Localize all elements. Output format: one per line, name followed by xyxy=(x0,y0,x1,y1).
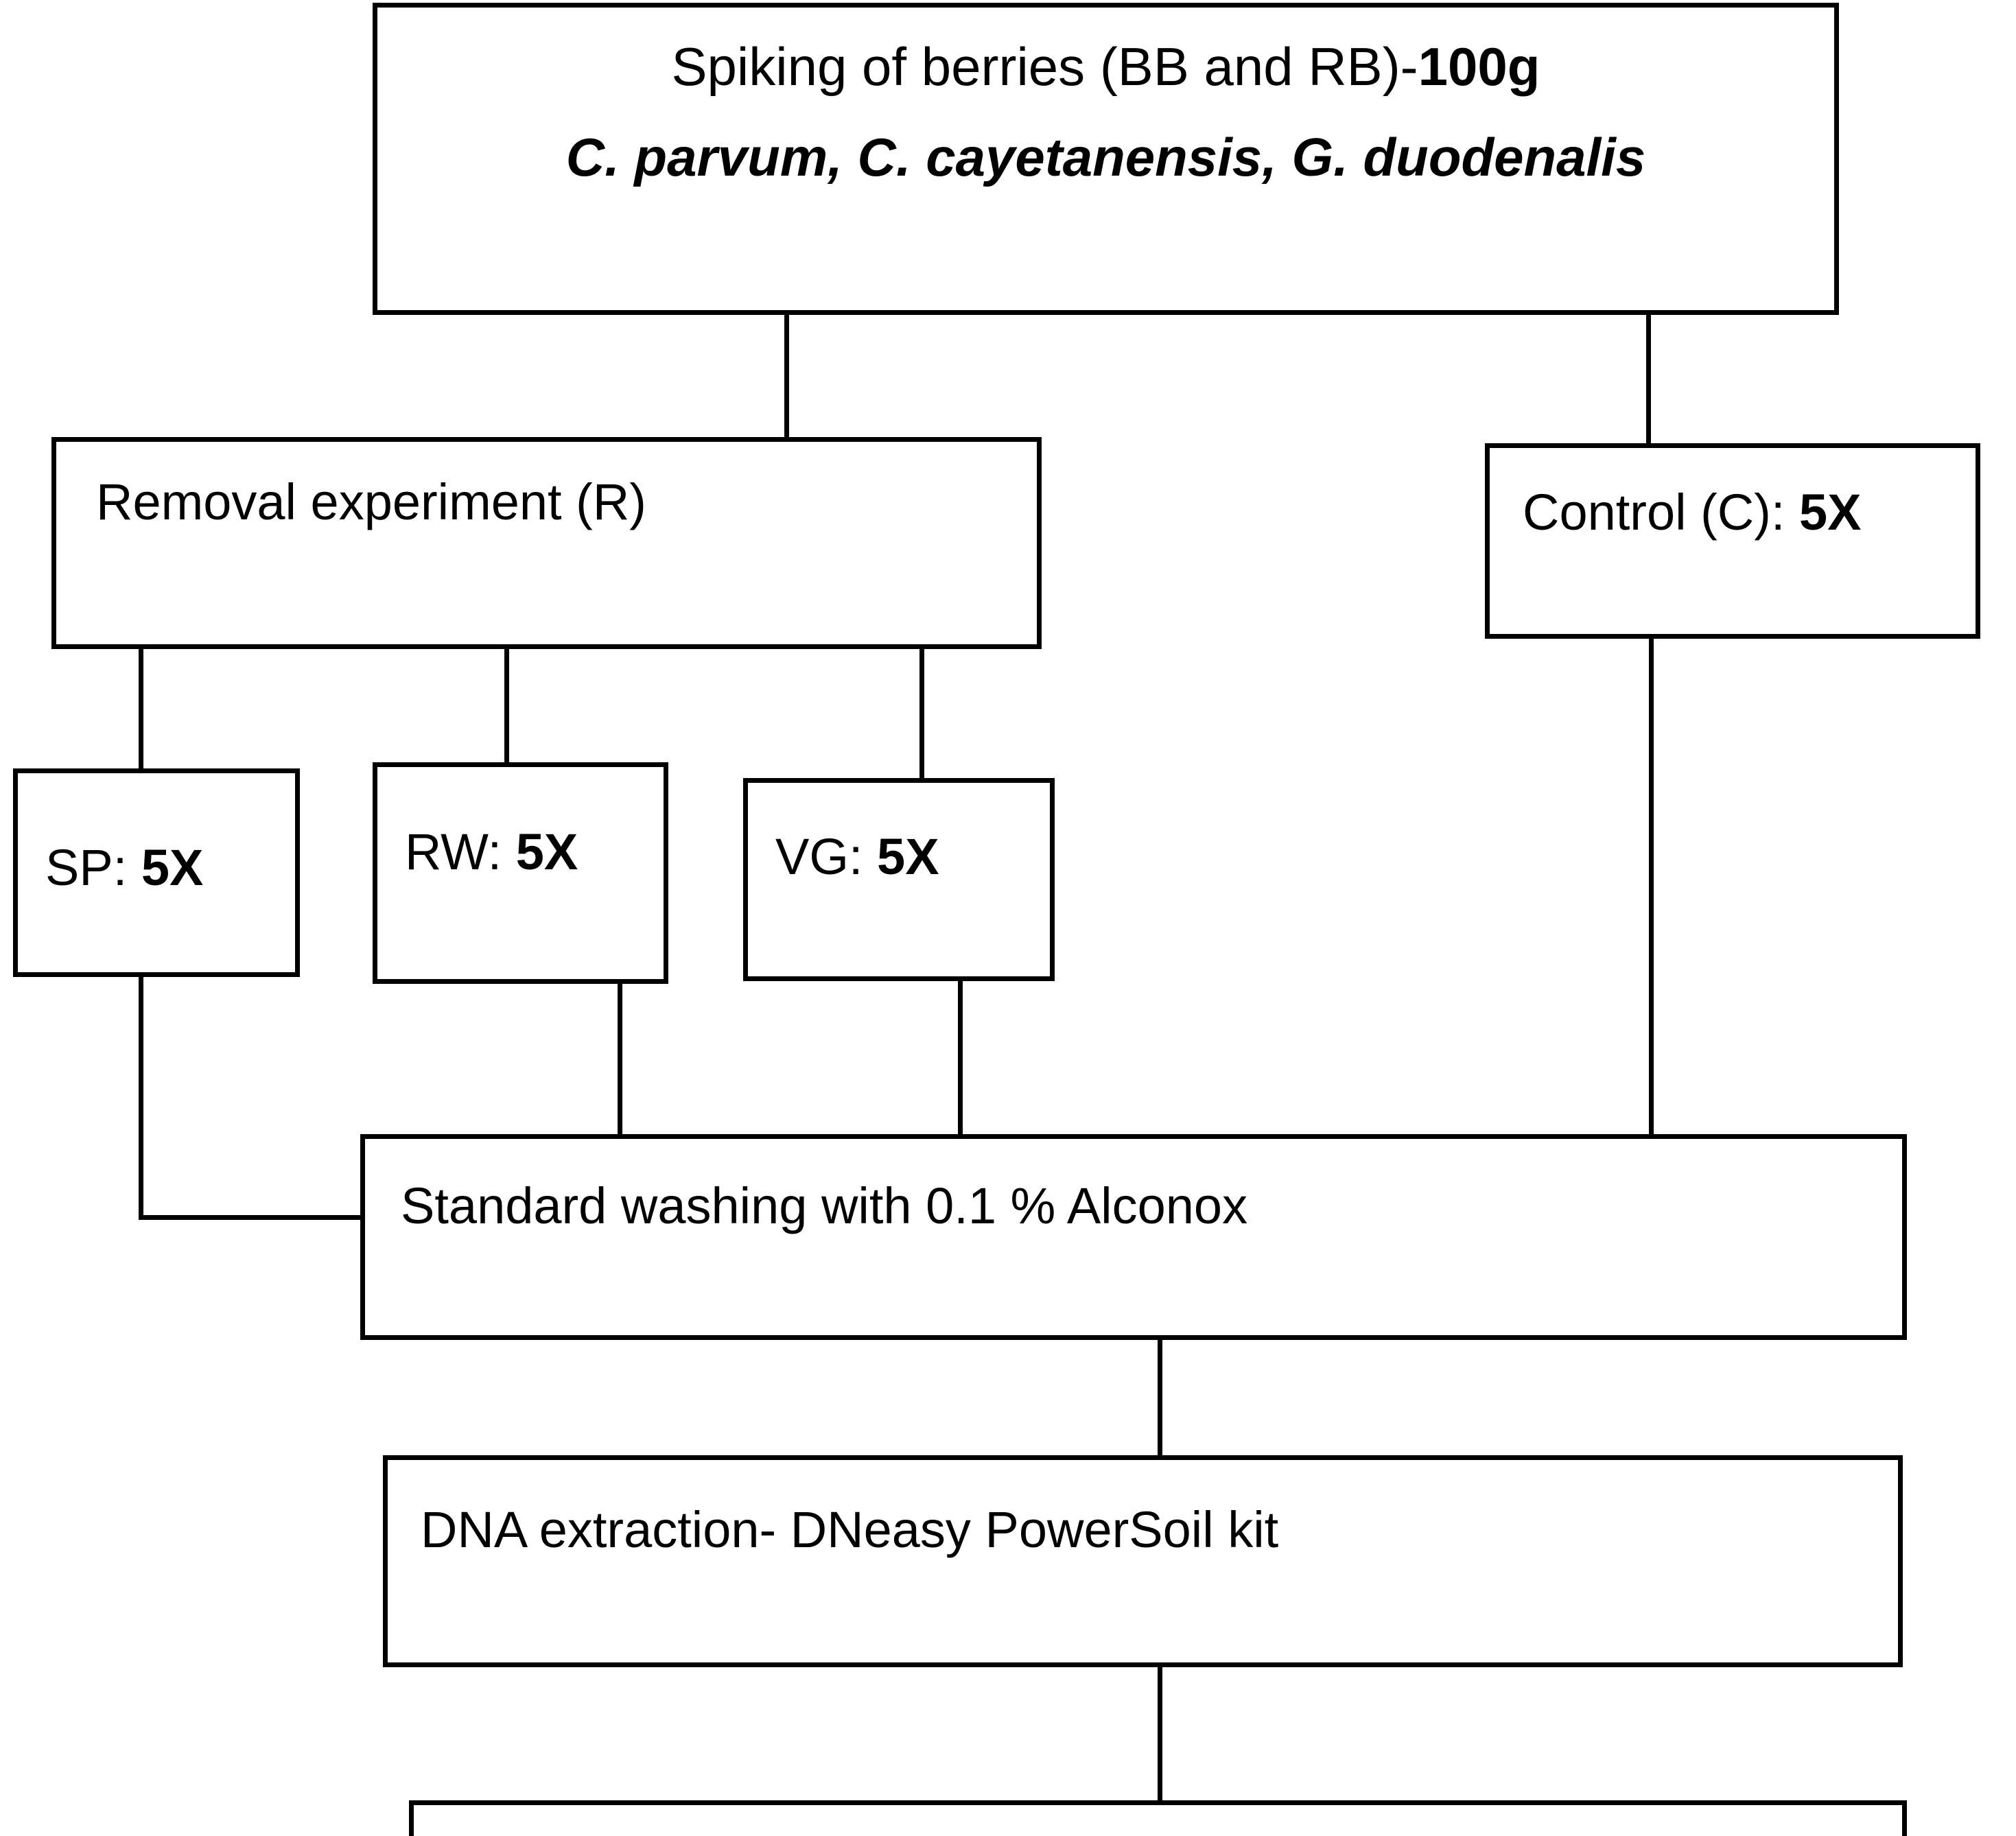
node-sp[interactable]: SP: 5X xyxy=(13,768,300,977)
edge-control-to-washing xyxy=(1649,635,1654,1139)
node-rw[interactable]: RW: 5X xyxy=(373,762,668,984)
node-vg[interactable]: VG: 5X xyxy=(743,778,1055,981)
node-spiking-line1: Spiking of berries (BB and RB)-100g xyxy=(377,31,1834,103)
node-washing-label: Standard washing with 0.1 % Alconox xyxy=(401,1177,1248,1234)
node-control[interactable]: Control (C): 5X xyxy=(1485,443,1980,639)
node-standard-washing[interactable]: Standard washing with 0.1 % Alconox xyxy=(360,1134,1907,1340)
edge-rw-to-washing xyxy=(618,980,622,1139)
node-removal-label: Removal experiment (R) xyxy=(96,473,646,530)
node-spiking-line1-amount: 100g xyxy=(1418,36,1540,97)
edge-washing-to-dna xyxy=(1158,1336,1162,1459)
edge-removal-to-vg xyxy=(919,645,924,782)
node-dna-extraction[interactable]: DNA extraction- DNeasy PowerSoil kit xyxy=(383,1455,1903,1667)
node-control-prefix: Control (C): xyxy=(1523,484,1799,541)
edge-removal-to-sp xyxy=(139,645,143,773)
edge-spiking-to-control xyxy=(1646,310,1651,447)
node-spiking-of-berries[interactable]: Spiking of berries (BB and RB)-100g C. p… xyxy=(373,3,1839,315)
node-removal-experiment[interactable]: Removal experiment (R) xyxy=(51,437,1042,649)
node-control-replicates: 5X xyxy=(1798,484,1862,541)
node-control-label: Control (C): 5X xyxy=(1523,478,1976,546)
node-spiking-line2-species: C. parvum, C. cayetanensis, G. duodenali… xyxy=(565,127,1646,187)
node-vg-label: VG: 5X xyxy=(775,823,1050,891)
node-vg-replicates: 5X xyxy=(877,828,939,885)
node-rw-replicates: 5X xyxy=(515,823,578,880)
node-sp-replicates: 5X xyxy=(141,839,204,896)
node-spiking-line1-prefix: Spiking of berries (BB and RB)- xyxy=(671,36,1418,97)
edge-sp-to-washing-vertical xyxy=(139,973,143,1220)
edge-dna-to-qpcr xyxy=(1158,1663,1162,1804)
node-rw-label: RW: 5X xyxy=(405,818,664,886)
edge-sp-to-washing-horizontal xyxy=(139,1215,365,1220)
node-dna-label: DNA extraction- DNeasy PowerSoil kit xyxy=(421,1501,1279,1558)
node-sp-label: SP: 5X xyxy=(45,834,295,902)
node-qpcr-detection[interactable]: qPCR detection and quantification xyxy=(409,1800,1907,1836)
edge-vg-to-washing xyxy=(958,977,963,1139)
edge-removal-to-rw xyxy=(504,645,509,766)
node-sp-prefix: SP: xyxy=(45,839,141,896)
edge-spiking-to-removal xyxy=(784,310,789,442)
node-vg-prefix: VG: xyxy=(775,828,878,885)
node-rw-prefix: RW: xyxy=(405,823,516,880)
